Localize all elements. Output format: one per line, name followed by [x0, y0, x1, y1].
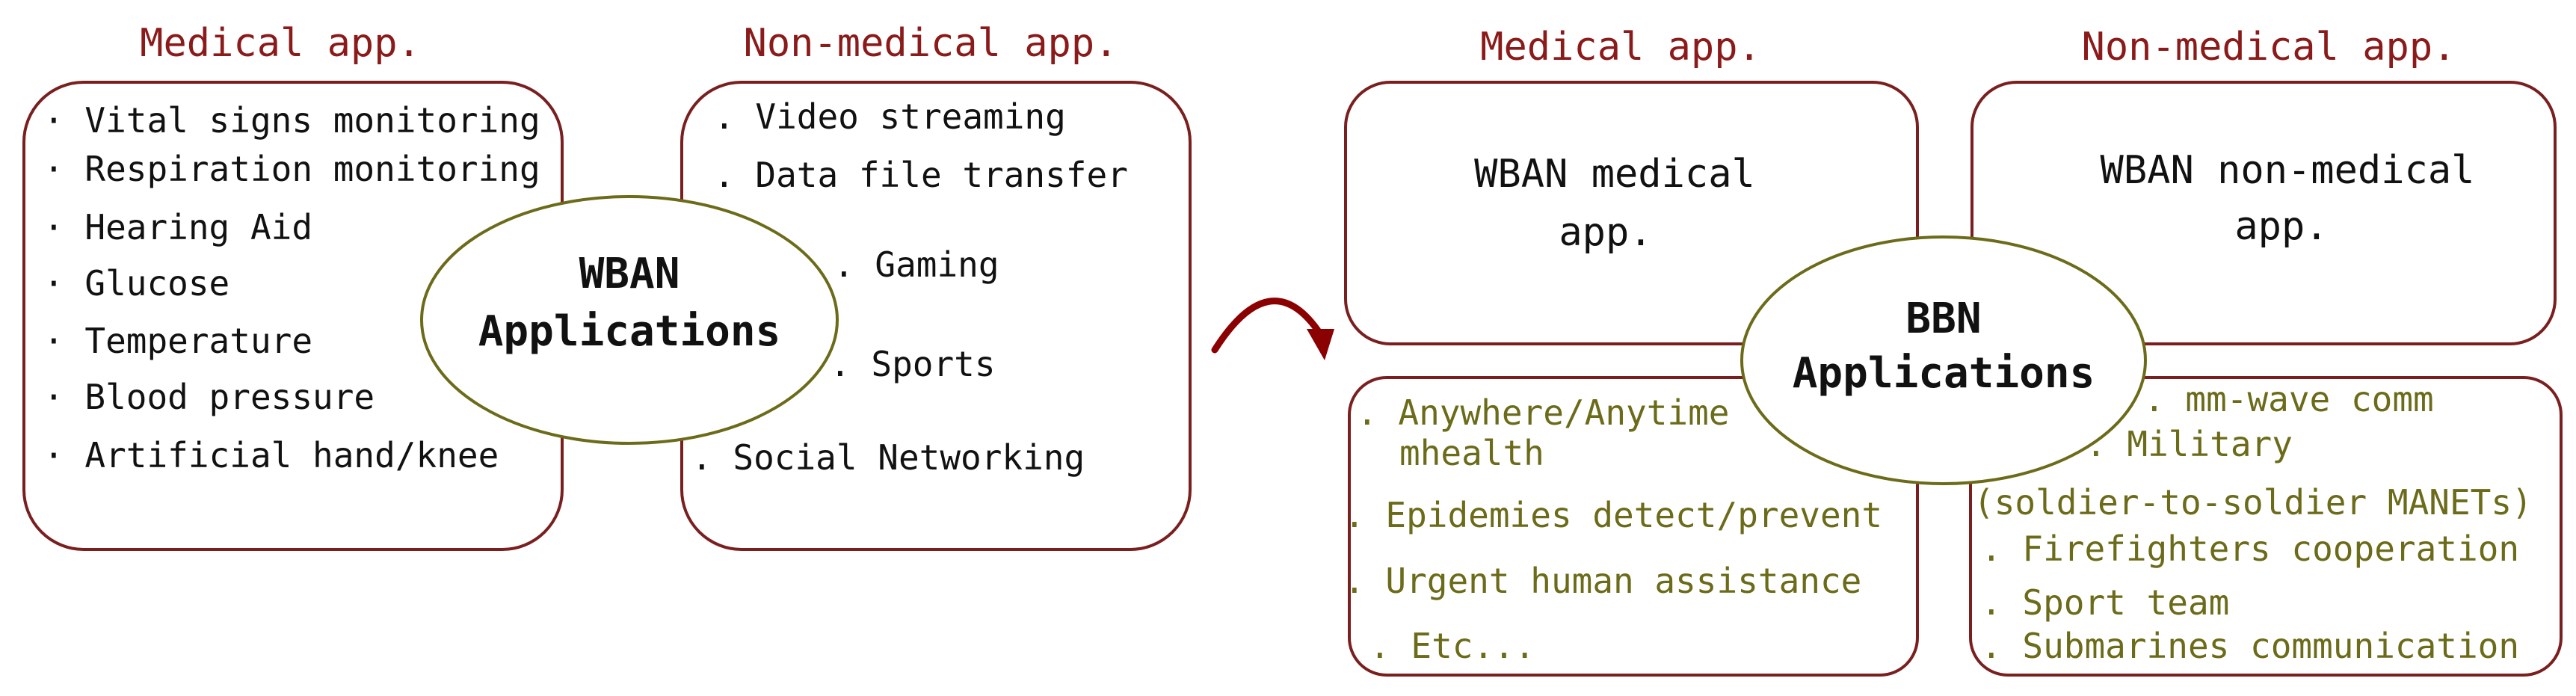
bbn-medical-list: . Anywhere/Anytime mhealth . Epidemies d…: [1344, 392, 1882, 666]
list-item: · Artificial hand/knee: [43, 435, 499, 475]
wban-medical-app-box: [1344, 81, 1919, 345]
list-item: · Blood pressure: [43, 377, 375, 417]
list-item: . mm-wave comm: [2144, 379, 2434, 419]
bbn-center-title-line1: BBN: [1905, 295, 1981, 343]
list-item: · Temperature: [43, 321, 312, 361]
list-item: · Hearing Aid: [43, 207, 312, 247]
list-item: . Data file transfer: [714, 155, 1128, 195]
list-item: . Epidemies detect/prevent: [1344, 495, 1882, 535]
bbn-medical-heading: Medical app.: [1480, 25, 1761, 70]
list-item: . Anywhere/Anytime: [1357, 392, 1730, 433]
wban-medical-heading: Medical app.: [140, 21, 421, 66]
bbn-non-medical-heading: Non-medical app.: [2082, 25, 2456, 70]
wban-non-medical-heading: Non-medical app.: [744, 21, 1118, 66]
list-item: . Social Networking: [691, 437, 1085, 478]
wban-medical-app-label-line2: app.: [1559, 210, 1652, 255]
list-item: . Gaming: [833, 244, 999, 285]
list-item: mhealth: [1399, 433, 1544, 473]
list-item: · Respiration monitoring: [43, 149, 540, 189]
list-item: . Sport team: [1981, 582, 2229, 623]
arrow-icon: [1211, 298, 1334, 360]
wban-medical-list: · Vital signs monitoring · Respiration m…: [43, 100, 540, 475]
wban-center-ellipse: [420, 195, 839, 445]
list-item: . Submarines communication: [1981, 626, 2519, 666]
bbn-non-medical-box: [1969, 376, 2563, 677]
list-item: . Military: [2086, 424, 2293, 464]
wban-diagram: Medical app. Non-medical app. · Vital si…: [22, 21, 1192, 551]
list-item: . Etc...: [1369, 626, 1535, 666]
list-item: . Urgent human assistance: [1344, 561, 1861, 601]
wban-non-medical-app-label-line1: WBAN non-medical: [2101, 148, 2475, 193]
wban-non-medical-app-label-line2: app.: [2234, 204, 2328, 249]
list-item: · Glucose: [43, 263, 229, 304]
wban-non-medical-list: . Video streaming . Data file transfer .…: [691, 96, 1128, 478]
wban-center-title-line2: Applications: [478, 307, 781, 356]
list-item: (soldier-to-soldier MANETs): [1973, 482, 2533, 523]
wban-non-medical-app-box: [1970, 81, 2557, 345]
bbn-center-title-line2: Applications: [1793, 349, 2095, 398]
list-item: . Video streaming: [714, 96, 1066, 137]
list-item: . Sports: [830, 344, 996, 384]
bbn-diagram: Medical app. Non-medical app. WBAN medic…: [1344, 25, 2563, 677]
list-item: · Vital signs monitoring: [43, 100, 540, 141]
bbn-non-medical-list: . mm-wave comm . Military (soldier-to-so…: [1973, 379, 2533, 666]
bbn-center-ellipse: [1740, 235, 2147, 485]
bbn-medical-box: [1348, 376, 1919, 677]
wban-medical-app-label-line1: WBAN medical: [1474, 152, 1755, 197]
list-item: . Firefighters cooperation: [1981, 529, 2519, 569]
wban-center-title-line1: WBAN: [579, 250, 680, 298]
